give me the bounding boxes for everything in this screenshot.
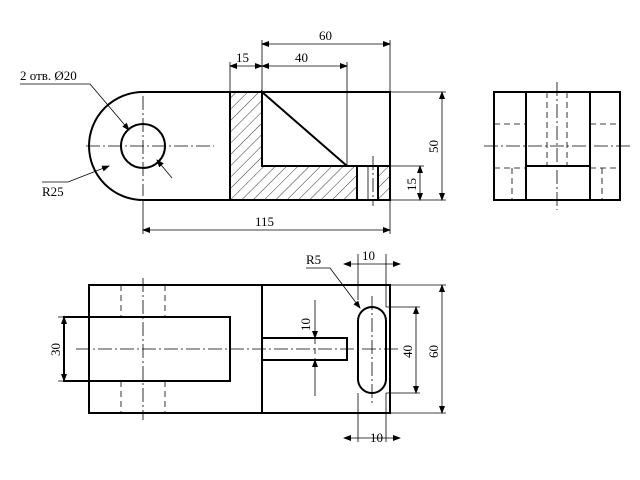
label-holes: 2 отв. Ø20 — [20, 68, 77, 83]
dim-15: 15 — [236, 50, 249, 65]
dim-10-vertical: 10 — [298, 318, 313, 331]
dim-115: 115 — [255, 214, 274, 229]
dim-40-right: 40 — [400, 345, 415, 358]
label-r5: R5 — [306, 252, 321, 267]
leader-r25 — [42, 165, 110, 183]
label-r25: R25 — [42, 184, 64, 199]
section-hatch — [229, 91, 358, 201]
dim-10-bottom: 10 — [370, 430, 383, 445]
dim-10-slot: 10 — [362, 248, 375, 263]
dim-40: 40 — [295, 50, 308, 65]
leader-hole-diag — [156, 159, 173, 179]
slot-section — [377, 165, 391, 201]
dim-15-right: 15 — [404, 178, 419, 191]
leader-r5 — [306, 267, 361, 309]
front-view: 2 отв. Ø20 R25 60 15 40 50 15 115 — [20, 28, 446, 234]
top-view: 30 R5 10 10 40 60 10 — [48, 248, 446, 445]
dim-60: 60 — [319, 28, 332, 43]
front-outline — [88, 91, 391, 201]
leader-holes — [20, 83, 130, 131]
rib-triangle — [261, 89, 350, 167]
side-view — [484, 82, 630, 210]
dim-60-right: 60 — [426, 345, 441, 358]
dim-30: 30 — [48, 343, 63, 356]
dim-50: 50 — [426, 140, 441, 153]
